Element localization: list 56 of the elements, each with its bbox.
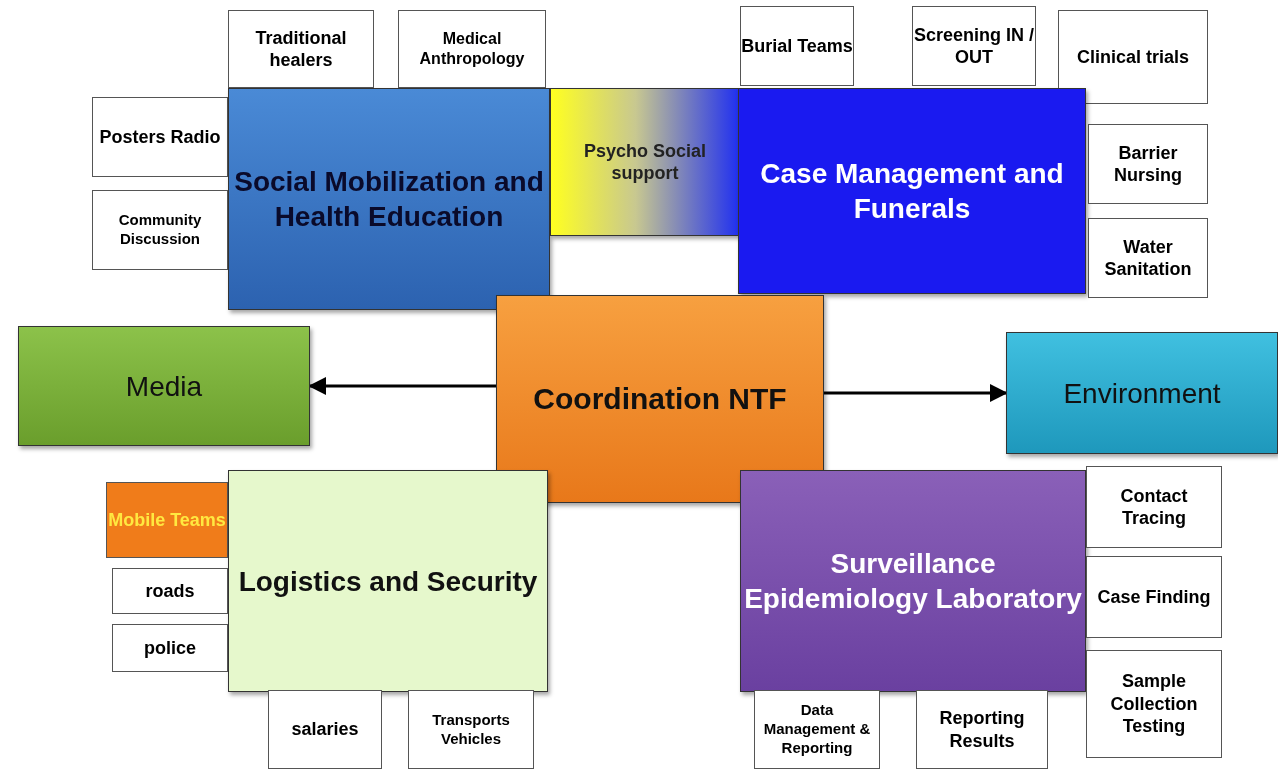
small-box [1086,466,1222,548]
main-box [228,470,548,692]
small-box [916,690,1048,769]
box-label: Case Management and Funerals [759,157,1065,226]
box-label: Barrier Nursing [1113,141,1183,187]
small-box [112,624,228,672]
arrow [824,384,1008,402]
main-box [550,88,740,236]
main-box [18,326,310,446]
box-label: Burial Teams [741,34,853,58]
small-box [1088,218,1208,298]
box-label: Contact Tracing [1119,484,1189,530]
main-box [740,470,1086,692]
small-box [408,690,534,769]
small-box [1058,10,1208,104]
small-box [398,10,546,88]
small-box [754,690,880,769]
box-label: Posters Radio [99,125,221,149]
small-box [1086,650,1222,758]
small-box [112,568,228,614]
box-label: Sample Collection Testing [1109,670,1199,738]
box-label: Coordination NTF [533,381,787,418]
arrow [308,377,496,395]
box-label: Clinical trials [1076,45,1189,69]
main-box [496,295,824,503]
box-label: Traditional healers [254,26,348,72]
small-box [912,6,1036,86]
box-label: police [144,636,196,660]
box-label: Logistics and Security [238,564,538,599]
box-label: Social Mobilization and Health Education [233,165,545,234]
small-box [1088,124,1208,204]
main-box [738,88,1086,294]
small-box [740,6,854,86]
box-label: Medical Anthropology [418,29,526,69]
box-label: Environment [1063,376,1221,411]
small-box [106,482,228,558]
box-label: Community Discussion [117,211,203,249]
box-label: Surveillance Epidemiology Laboratory [743,547,1083,616]
small-box [1086,556,1222,638]
box-label: Mobile Teams [108,508,226,532]
box-label: Water Sanitation [1103,235,1193,281]
small-box [228,10,374,88]
box-label: Transports Vehicles [431,710,511,749]
main-box [228,88,550,310]
box-label: Psycho Social support [582,139,708,185]
small-box [92,190,228,270]
box-label: salaries [291,718,359,741]
box-label: Media [125,369,203,404]
box-label: Case Finding [1097,585,1211,609]
main-box [1006,332,1278,454]
box-label: Screening IN / OUT [913,23,1035,69]
box-label: Reporting Results [938,707,1026,752]
small-box [268,690,382,769]
box-label: Data Management & Reporting [762,701,872,758]
box-label: roads [145,579,195,603]
small-box [92,97,228,177]
